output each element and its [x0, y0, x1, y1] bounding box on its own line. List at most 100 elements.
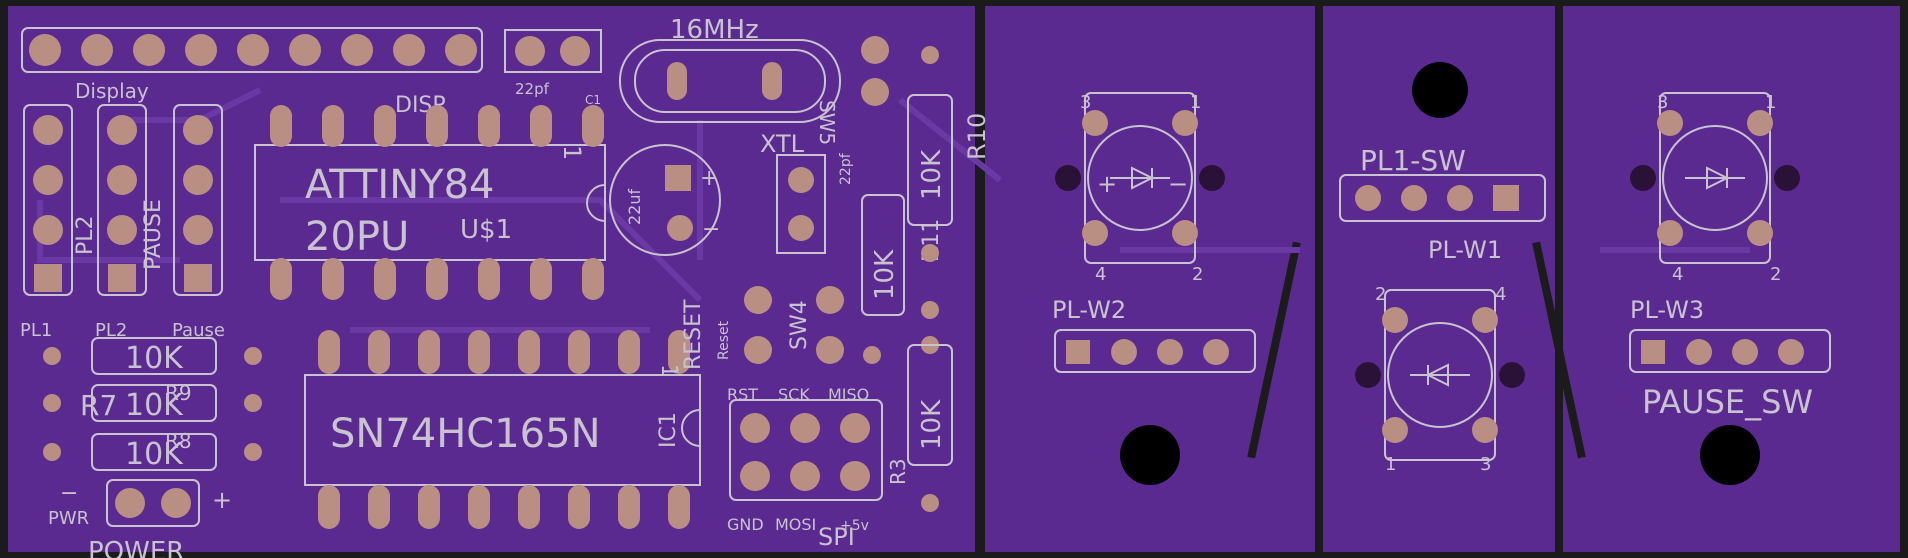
ic1-pad	[426, 258, 448, 300]
ic2-pad	[368, 485, 390, 529]
ic1-pad	[478, 105, 500, 147]
svg-text:1: 1	[1190, 92, 1201, 113]
display-pad	[341, 34, 373, 66]
resistor-body	[91, 433, 217, 471]
svg-text:PL2: PL2	[73, 215, 98, 255]
ic1-pad	[270, 258, 292, 300]
svg-text:1: 1	[656, 364, 681, 378]
ic1-pad	[374, 105, 396, 147]
display-pad	[29, 34, 61, 66]
svg-text:4: 4	[1495, 284, 1506, 305]
header-pad	[107, 115, 137, 145]
svg-text:1: 1	[1765, 92, 1776, 113]
xtl-header: XTL 22pf	[760, 130, 854, 254]
ic2-pad	[418, 485, 440, 529]
header-pad-square	[184, 264, 212, 292]
svg-text:3: 3	[1657, 92, 1668, 113]
spi-pad	[790, 461, 820, 491]
header-pad-square	[108, 264, 136, 292]
svg-text:SW5: SW5	[815, 100, 839, 145]
svg-text:+: +	[212, 486, 232, 514]
svg-text:2: 2	[1770, 264, 1781, 285]
svg-text:GND: GND	[727, 515, 764, 534]
capacitor-22uf: 22uf + −	[609, 144, 721, 256]
display-pad	[289, 34, 321, 66]
display-pad	[393, 34, 425, 66]
mount-hole-2	[1700, 425, 1760, 485]
ic1-pad	[478, 258, 500, 300]
resistor-r11: 10K R11	[861, 194, 944, 319]
svg-text:+: +	[700, 166, 718, 191]
svg-text:2: 2	[1375, 284, 1386, 305]
pause-sw-label: PAUSE_SW	[1642, 383, 1813, 421]
resistor-pad	[43, 347, 61, 365]
resistor-r12: 10K R3	[886, 336, 953, 512]
svg-text:+5v: +5v	[840, 518, 869, 534]
ic2-pad	[618, 330, 640, 374]
resistor-value: 10K	[125, 437, 184, 472]
ic1-pad	[270, 105, 292, 147]
ic1-label-1: ATTINY84	[305, 162, 494, 208]
svg-text:Pause: Pause	[172, 320, 225, 341]
svg-text:4: 4	[1672, 264, 1683, 285]
resistor-pad	[244, 347, 262, 365]
spi-header: RST SCK MISO GND MOSI +5v SPI	[727, 385, 883, 551]
ic2-pad	[318, 330, 340, 374]
ic2-pad	[518, 485, 540, 529]
ic2-label: SN74HC165N	[330, 411, 601, 457]
resistor-body	[91, 337, 217, 375]
svg-text:R10: R10	[963, 113, 991, 160]
slot-right	[1532, 241, 1586, 459]
sn74hc165n-chip: SN74HC165N IC1 1	[304, 330, 701, 529]
svg-text:SPI: SPI	[818, 523, 855, 551]
ic2-pad	[368, 330, 390, 374]
resistor-r10: 10K R10	[907, 46, 991, 226]
svg-text:1: 1	[1385, 454, 1396, 475]
svg-text:PAUSE: PAUSE	[141, 199, 166, 270]
svg-text:PL1: PL1	[20, 320, 52, 341]
crystal-label: 16MHz	[670, 15, 759, 45]
ic1-pad	[530, 105, 552, 147]
resistor-body	[91, 384, 217, 422]
svg-text:−: −	[702, 217, 720, 242]
resistor-value: 10K	[125, 341, 184, 376]
svg-text:POWER: POWER	[88, 537, 184, 558]
svg-text:SW4: SW4	[787, 300, 812, 350]
capacitor-c1: 22pf C1	[504, 29, 602, 107]
svg-text:IC1: IC1	[656, 412, 681, 448]
svg-text:22uf: 22uf	[625, 189, 644, 226]
svg-text:MISO: MISO	[828, 385, 869, 404]
player-headers: PL1 PL2 Pause PL2 PAUSE	[20, 104, 225, 341]
ic2-pad	[518, 330, 540, 374]
resistor-pad	[244, 394, 262, 412]
slot-left	[1247, 241, 1301, 459]
ic2-pad	[568, 485, 590, 529]
ic1-pad	[582, 105, 604, 147]
resistor-pad	[43, 394, 61, 412]
spi-pad	[740, 461, 770, 491]
button-pause: 3 1 4 2 PL-W3 PAUSE_SW	[1629, 92, 1831, 421]
divider-1	[975, 6, 985, 552]
divider-3	[1555, 6, 1563, 552]
header-pad	[183, 215, 213, 245]
resistor-value: 10K	[125, 388, 184, 423]
svg-text:1: 1	[558, 145, 586, 160]
resistor-pad	[244, 443, 262, 461]
display-pad	[133, 34, 165, 66]
power-header: PWR − + POWER	[48, 479, 232, 558]
ic1-label-2: 20PU	[305, 214, 409, 260]
svg-text:RESET: RESET	[681, 299, 706, 370]
svg-text:PL2: PL2	[95, 320, 127, 341]
svg-text:R3: R3	[886, 458, 910, 485]
ic2-pad	[468, 330, 490, 374]
svg-text:C1: C1	[585, 93, 601, 107]
ic2-pad	[568, 330, 590, 374]
svg-text:PL-W3: PL-W3	[1630, 296, 1704, 324]
svg-text:MOSI: MOSI	[775, 515, 816, 534]
svg-text:R8: R8	[165, 429, 192, 453]
reset-switch: RESET Reset SW4	[681, 286, 881, 370]
svg-text:SCK: SCK	[778, 385, 810, 404]
ic1-pad	[530, 258, 552, 300]
svg-text:RST: RST	[727, 385, 758, 404]
